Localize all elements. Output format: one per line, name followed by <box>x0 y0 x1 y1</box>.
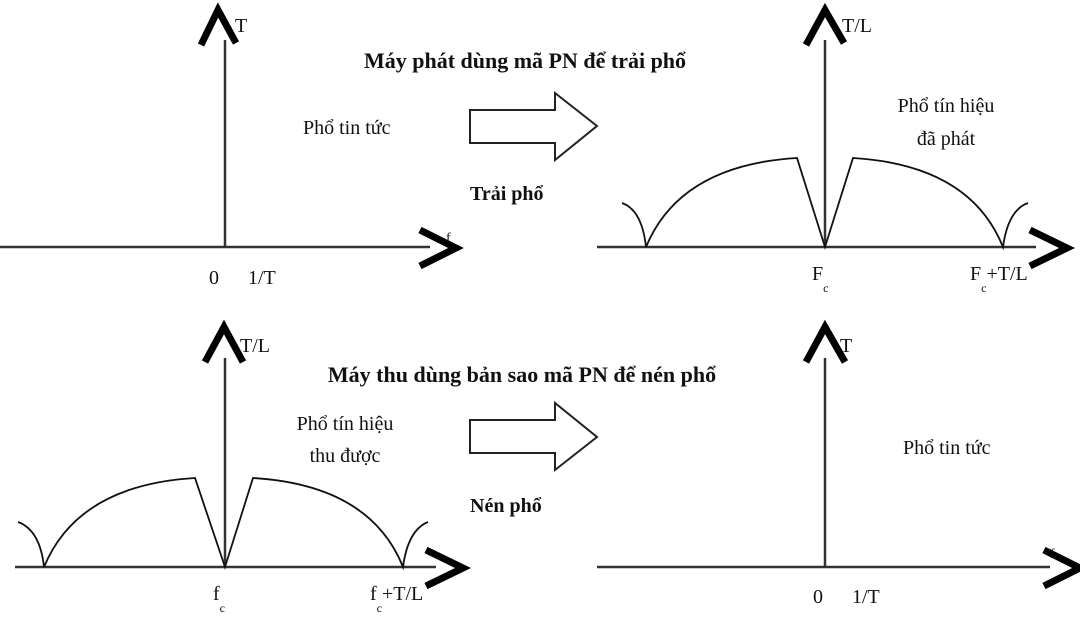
caption-line-1: Phổ tín hiệu <box>297 413 394 435</box>
tick-fc: fc <box>213 583 225 615</box>
x-axis-arrowhead-icon <box>1042 546 1080 590</box>
caption: Phổ tin tức <box>903 437 991 459</box>
panel-info-spectrum-rx: T f Phổ tin tức 0 1/T <box>597 319 1080 608</box>
tick-fc-plus-tl: fc+T/L <box>370 583 423 615</box>
y-axis-label: T/L <box>240 335 270 357</box>
caption-line-1: Phổ tín hiệu <box>898 95 995 117</box>
bottom-title: Máy thu dùng bản sao mã PN để nén phổ <box>328 362 716 387</box>
panel-received-spectrum: T/L Phổ tín hiệu thu được fc fc+T/L <box>15 319 472 615</box>
spread-arrow-icon <box>469 90 599 163</box>
tick-fc-plus-tl: Fc+T/L <box>970 263 1028 295</box>
tick-fc: Fc <box>812 263 828 295</box>
y-axis-arrowhead-icon <box>197 2 240 47</box>
x-axis-label: f <box>446 231 451 246</box>
tick-1-over-t: 1/T <box>248 267 276 289</box>
y-axis-arrowhead-icon <box>802 319 849 364</box>
caption-line-2: thu được <box>310 445 381 467</box>
spread-label: Trải phổ <box>470 183 544 205</box>
tick-0: 0 <box>813 586 823 608</box>
tick-0: 0 <box>209 267 219 289</box>
y-axis-label: T <box>235 15 247 37</box>
y-axis-label: T <box>840 335 852 357</box>
spread-spectrum-curve <box>17 477 429 571</box>
top-title: Máy phát dùng mã PN để trải phổ <box>364 48 686 73</box>
y-axis-arrowhead-icon <box>201 319 247 364</box>
spread-spectrum-curve <box>621 157 1029 251</box>
tick-1-over-t: 1/T <box>852 586 880 608</box>
panel-info-spectrum-tx: T f 0 1/T Phổ tin tức <box>0 2 464 289</box>
x-axis-arrowhead-icon <box>424 546 472 590</box>
despread-arrow-icon <box>469 400 599 473</box>
panel-transmitted-spectrum: T/L Phổ tín hiệu đã phát Fc Fc+T/L <box>597 2 1076 295</box>
x-axis-label: f <box>1050 547 1055 562</box>
x-axis-arrowhead-icon <box>1028 226 1076 270</box>
caption: Phổ tin tức <box>303 117 391 139</box>
caption-line-2: đã phát <box>917 128 976 150</box>
y-axis-label: T/L <box>842 15 872 37</box>
despread-label: Nén phổ <box>470 495 542 517</box>
y-axis-arrowhead-icon <box>802 2 848 47</box>
x-axis-arrowhead-icon <box>418 226 464 270</box>
